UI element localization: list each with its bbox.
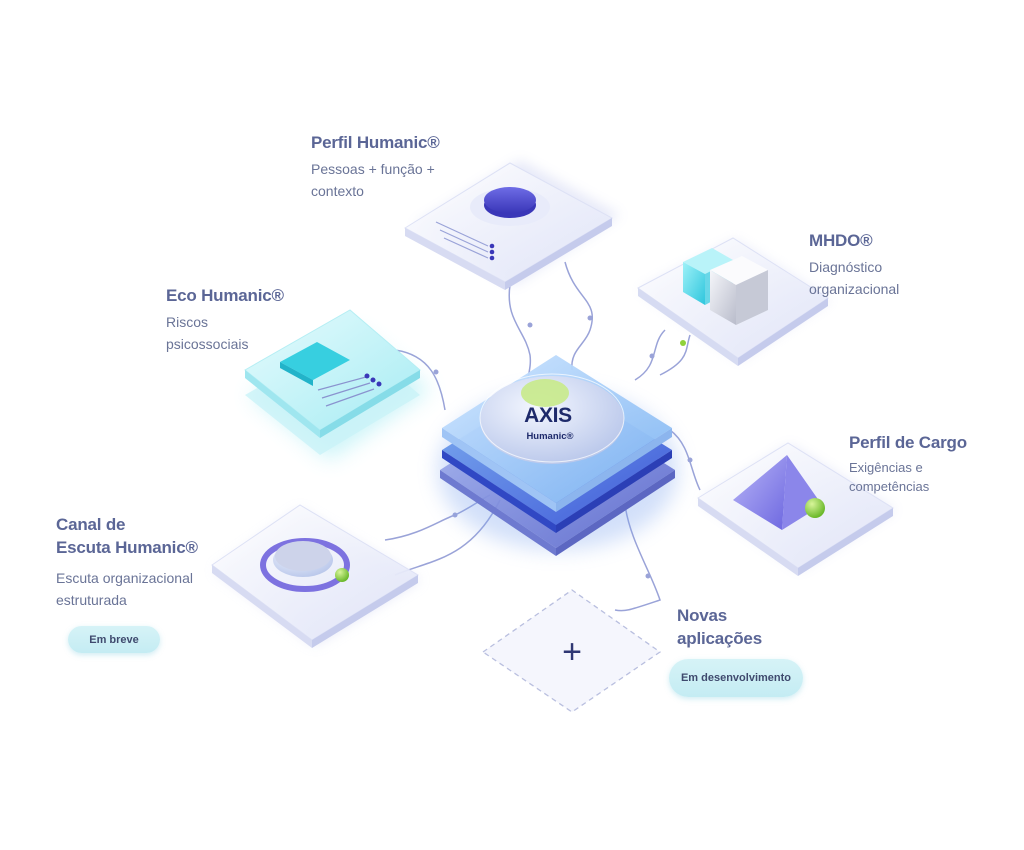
canal-escuta-title: Canal de Escuta Humanic® — [56, 513, 198, 559]
tile-canal-escuta[interactable] — [211, 504, 420, 648]
perfil-humanic-desc-line2: contexto — [311, 183, 364, 199]
label-novas-aplicacoes: Novas aplicações — [677, 604, 762, 650]
novas-aplicacoes-title: Novas aplicações — [677, 604, 762, 650]
mhdo-desc-line2: organizacional — [809, 281, 900, 297]
canal-escuta-badge: Em breve — [68, 626, 160, 653]
connector-perfil-humanic-b — [564, 261, 593, 371]
axis-subtitle: Humanic® — [526, 431, 574, 442]
mhdo-desc: Diagnóstico organizacional — [809, 256, 899, 300]
perfil-cargo-desc-line1: Exigências e — [849, 460, 923, 475]
novas-aplicacoes-badge: Em desenvolvimento — [669, 659, 803, 697]
eco-humanic-title: Eco Humanic® — [166, 286, 284, 305]
label-perfil-humanic: Perfil Humanic® Pessoas + função + conte… — [311, 131, 440, 202]
tile-novas-aplicacoes[interactable] — [481, 589, 662, 713]
connector-mhdo-b — [659, 334, 691, 376]
label-mhdo: MHDO® Diagnóstico organizacional — [809, 229, 899, 300]
eco-humanic-desc: Riscos psicossociais — [166, 311, 284, 355]
tile-perfil-humanic[interactable] — [404, 160, 620, 290]
tile-mhdo[interactable] — [637, 237, 830, 366]
connector-nodes — [433, 315, 693, 579]
canal-escuta-title-line2: Escuta Humanic® — [56, 538, 198, 557]
perfil-humanic-desc-line1: Pessoas + função + — [311, 161, 435, 177]
connector-eco-humanic — [394, 349, 446, 411]
label-canal-escuta: Canal de Escuta Humanic® Escuta organiza… — [56, 513, 198, 611]
perfil-humanic-title: Perfil Humanic® — [311, 133, 440, 152]
mhdo-desc-line1: Diagnóstico — [809, 259, 883, 275]
axis-core[interactable] — [438, 355, 678, 556]
canal-escuta-desc-line1: Escuta organizacional — [56, 570, 193, 586]
label-eco-humanic: Eco Humanic® Riscos psicossociais — [166, 284, 284, 355]
perfil-cargo-title: Perfil de Cargo — [849, 433, 967, 452]
perfil-humanic-desc: Pessoas + função + contexto — [311, 158, 440, 202]
canal-escuta-desc: Escuta organizacional estruturada — [56, 567, 198, 611]
tile-eco-humanic[interactable] — [244, 309, 430, 460]
axis-title: AXIS — [524, 404, 572, 427]
tile-perfil-cargo[interactable] — [697, 442, 895, 576]
novas-aplicacoes-title-line2: aplicações — [677, 629, 762, 648]
canal-escuta-title-line1: Canal de — [56, 515, 126, 534]
eco-humanic-desc-line2: psicossociais — [166, 336, 249, 352]
label-perfil-cargo: Perfil de Cargo Exigências e competência… — [849, 431, 967, 496]
canal-escuta-desc-line2: estruturada — [56, 592, 127, 608]
eco-humanic-desc-line1: Riscos — [166, 314, 209, 330]
perfil-cargo-desc-line2: competências — [849, 479, 930, 494]
mhdo-title: MHDO® — [809, 231, 873, 250]
add-application-icon[interactable]: + — [562, 633, 582, 671]
novas-aplicacoes-title-line1: Novas — [677, 606, 728, 625]
perfil-cargo-desc: Exigências e competências — [849, 458, 967, 496]
